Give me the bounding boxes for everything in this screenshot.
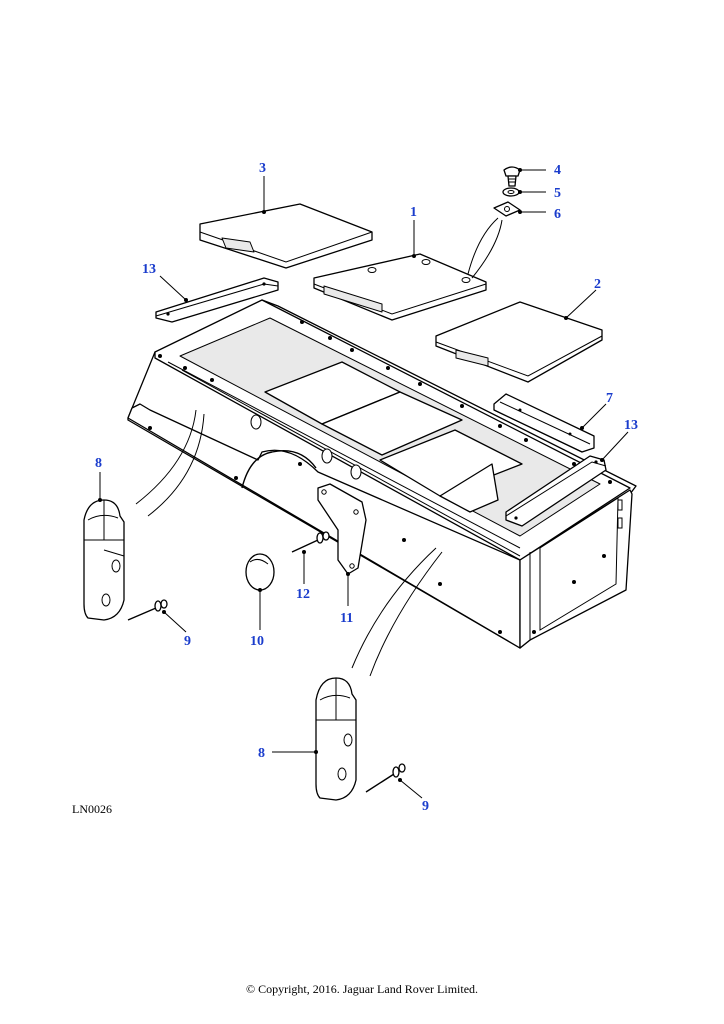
copyright-notice: © Copyright, 2016. Jaguar Land Rover Lim…	[245, 982, 479, 996]
rim-holes	[148, 320, 612, 634]
callout-numbers: 3 1 2 4 5 6 13 7 13 8 9 10 12 11 8 9	[95, 161, 638, 814]
callout-5: 5	[554, 186, 561, 201]
hinge-strip-7	[493, 393, 595, 453]
pin-12	[291, 531, 330, 553]
pin-9-lower	[365, 763, 406, 793]
lid-panel-2	[435, 301, 603, 383]
callout-4: 4	[554, 163, 561, 178]
lid-panel-1	[313, 253, 487, 321]
callout-11: 11	[340, 611, 353, 626]
callout-9-upper: 9	[184, 634, 191, 649]
callout-7: 7	[606, 391, 613, 406]
callout-1: 1	[410, 205, 417, 220]
seat-box-base	[127, 299, 637, 649]
bracket-11	[317, 483, 367, 575]
leader-lines	[98, 168, 629, 799]
plug-10	[245, 553, 275, 591]
callout-13-left: 13	[142, 262, 156, 277]
clip-nut-6	[493, 201, 521, 217]
screw-4	[503, 166, 521, 187]
callout-8-upper: 8	[95, 456, 102, 471]
callout-10: 10	[250, 634, 264, 649]
callout-6: 6	[554, 207, 561, 222]
callout-13-right: 13	[624, 418, 638, 433]
seal-strip-13-left	[155, 277, 279, 323]
callout-8-lower: 8	[258, 746, 265, 761]
callout-9-lower: 9	[422, 799, 429, 814]
pin-9-left	[127, 599, 168, 621]
hinge-body-8-lower	[315, 677, 357, 801]
hinge-body-8-left	[83, 499, 125, 621]
callout-12: 12	[296, 587, 310, 602]
seal-strip-13-right	[505, 455, 607, 527]
diagram-reference-code: LN0026	[72, 802, 112, 816]
callout-2: 2	[594, 277, 601, 292]
callout-3: 3	[259, 161, 266, 176]
washer-5	[502, 187, 520, 197]
lid-panel-3	[199, 203, 373, 269]
